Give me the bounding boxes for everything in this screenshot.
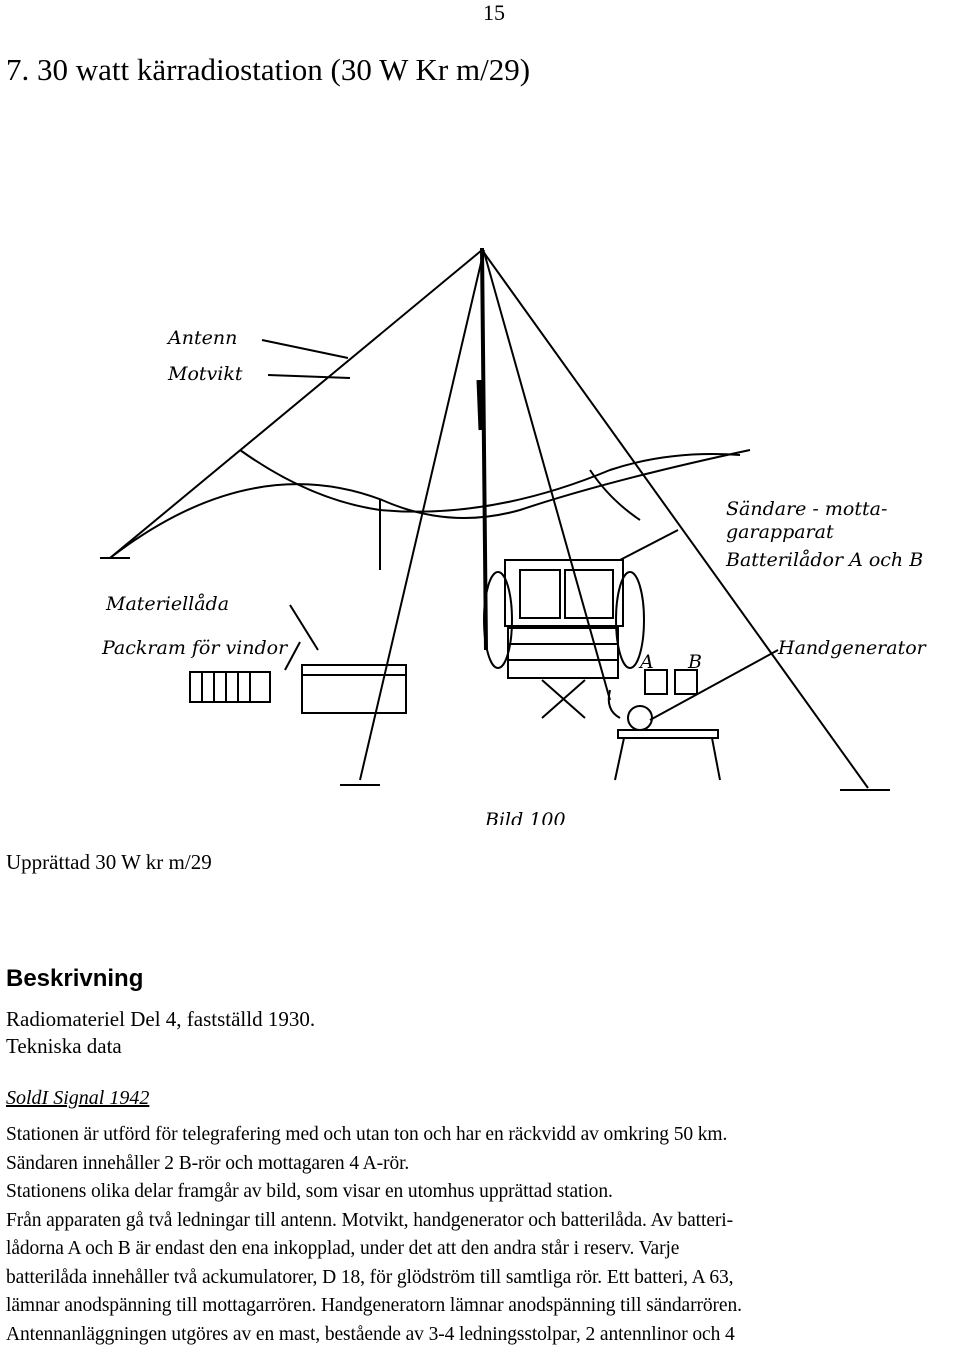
- page-number: 15: [483, 0, 505, 26]
- source-citation: SoldI Signal 1942: [6, 1087, 149, 1110]
- battery-a: [645, 670, 667, 694]
- page-title: 7. 30 watt kärradiostation (30 W Kr m/29…: [6, 52, 530, 88]
- label-materiellada: Materiellåda: [105, 593, 229, 615]
- label-antenn: Antenn: [166, 327, 237, 349]
- cart-wheel-left: [484, 572, 512, 668]
- figure-number: Bild 100: [484, 809, 566, 825]
- description-paragraph: Stationen är utförd för telegrafering me…: [6, 1121, 958, 1349]
- label-motvikt: Motvikt: [167, 363, 243, 385]
- paragraph-line: lådorna A och B är endast den ena inkopp…: [6, 1235, 958, 1264]
- generator-table: [618, 730, 718, 738]
- paragraph-line: Från apparaten gå två ledningar till ant…: [6, 1207, 958, 1236]
- station-illustration: Antenn Motvikt Sändare - motta- garappar…: [50, 240, 950, 825]
- label-sandare-2: garapparat: [726, 521, 834, 543]
- figure-caption: Upprättad 30 W kr m/29: [6, 850, 212, 875]
- label-batterilador: Batterilådor A och B: [725, 549, 923, 571]
- paragraph-line: batterilåda innehåller två ackumulatorer…: [6, 1264, 958, 1293]
- battery-b: [675, 670, 697, 694]
- label-b: B: [687, 651, 702, 673]
- paragraph-line: Antennanläggningen utgöres av en mast, b…: [6, 1321, 958, 1349]
- label-a: A: [638, 651, 654, 673]
- guy-line-front: [360, 250, 484, 780]
- reference-line: Radiomateriel Del 4, fastställd 1930.: [6, 1007, 315, 1032]
- section-heading: Beskrivning: [6, 965, 143, 993]
- paragraph-line: Stationen är utförd för telegrafering me…: [6, 1121, 958, 1150]
- paragraph-line: Stationens olika delar framgår av bild, …: [6, 1178, 958, 1207]
- paragraph-line: lämnar anodspänning till mottagarrören. …: [6, 1292, 958, 1321]
- label-handgenerator: Handgenerator: [777, 637, 928, 659]
- label-sandare: Sändare - motta-: [726, 498, 887, 520]
- reference-line: Tekniska data: [6, 1034, 122, 1059]
- hand-generator: [628, 706, 652, 730]
- paragraph-line: Sändaren innehåller 2 B-rör och mottagar…: [6, 1150, 958, 1179]
- materiel-box: [302, 665, 406, 713]
- mast: [482, 248, 486, 650]
- label-packram: Packram för vindor: [101, 637, 289, 659]
